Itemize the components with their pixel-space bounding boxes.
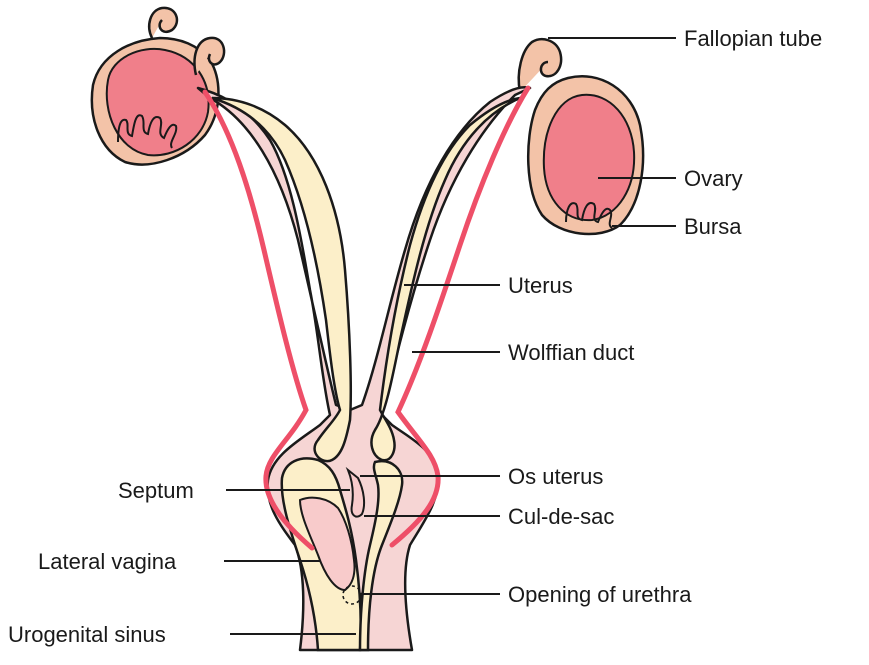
label-ovary: Ovary (684, 166, 743, 191)
label-wolffian-duct: Wolffian duct (508, 340, 634, 365)
left-fallopian-coil-outer (149, 8, 177, 38)
left-ovary-group (92, 8, 224, 165)
right-ovary (544, 95, 634, 220)
label-septum: Septum (118, 478, 194, 503)
label-opening-of-urethra: Opening of urethra (508, 582, 692, 607)
label-fallopian-tube: Fallopian tube (684, 26, 822, 51)
right-ovary-group (519, 39, 643, 234)
label-uterus: Uterus (508, 273, 573, 298)
label-lateral-vagina: Lateral vagina (38, 549, 177, 574)
label-os-uterus: Os uterus (508, 464, 603, 489)
label-urogenital-sinus: Urogenital sinus (8, 622, 166, 647)
label-bursa: Bursa (684, 214, 742, 239)
outer-tissue (198, 87, 530, 650)
label-cul-de-sac: Cul-de-sac (508, 504, 614, 529)
